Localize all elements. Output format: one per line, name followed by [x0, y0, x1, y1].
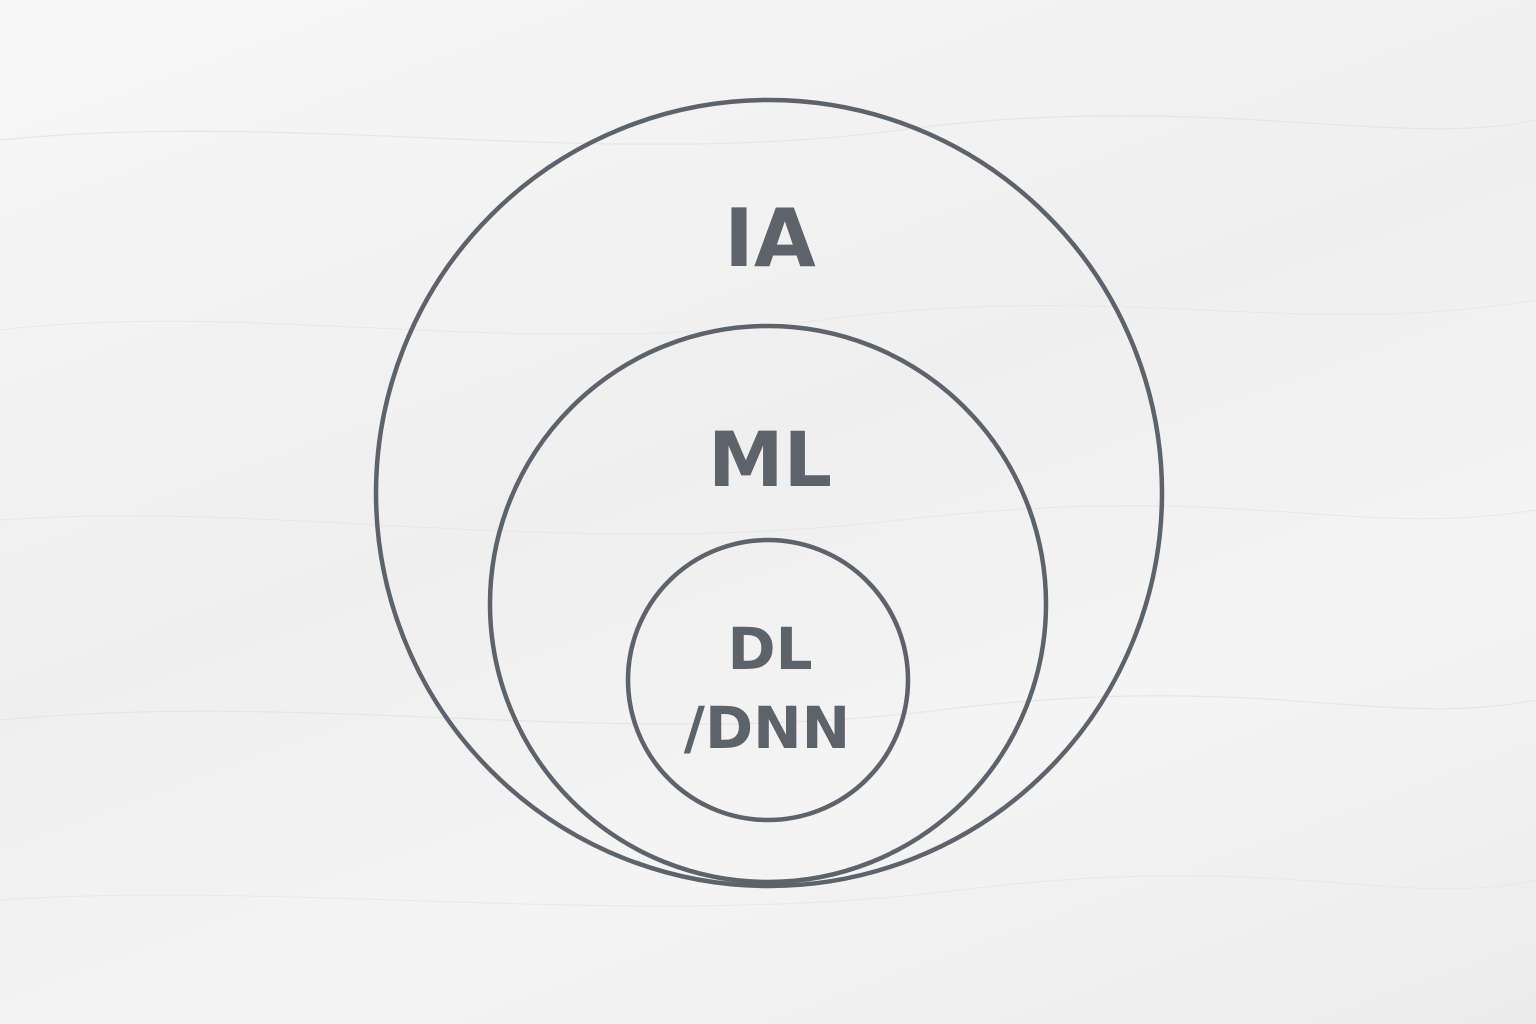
label-dl: DL [727, 615, 812, 683]
label-dnn: /DNN [684, 694, 850, 762]
middle-circle-ml [487, 323, 1049, 885]
label-ml: ML [708, 415, 832, 504]
inner-circle-dl [625, 537, 911, 823]
label-ia: IA [724, 192, 816, 285]
outer-circle-ia [373, 97, 1165, 889]
